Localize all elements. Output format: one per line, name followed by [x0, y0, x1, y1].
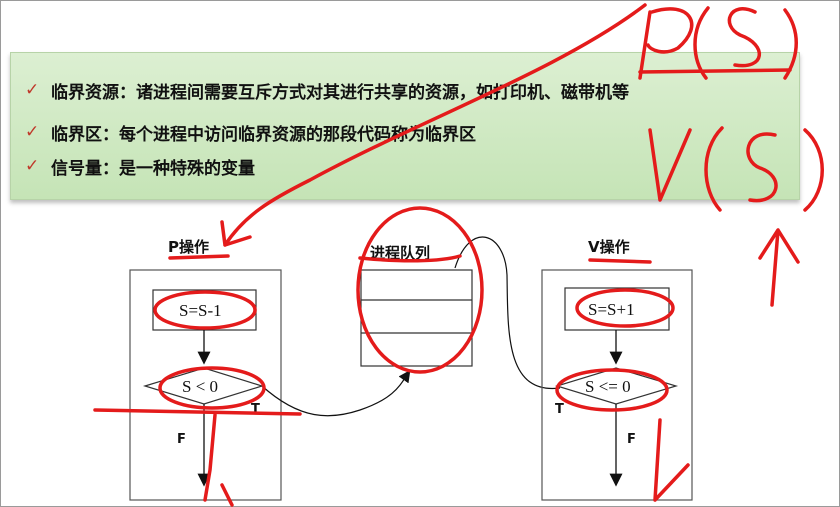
- annotation-p-letter: [638, 7, 694, 80]
- bullet-semaphore: ✓ 信号量：是一种特殊的变量: [25, 153, 255, 179]
- v-operation-title: V操作: [588, 238, 630, 256]
- bullet-text: 临界资源：诸进程间需要互斥方式对其进行共享的资源，如打印机、磁带机等: [51, 82, 629, 103]
- queue-title: 进程队列: [370, 244, 430, 262]
- bullet-critical-resource: ✓ 临界资源：诸进程间需要互斥方式对其进行共享的资源，如打印机、磁带机等: [25, 77, 629, 103]
- bullet-text: 信号量：是一种特殊的变量: [51, 158, 255, 179]
- p-label-f: F: [177, 432, 186, 447]
- v-operation-box: [541, 269, 693, 501]
- annotation-p-assign-circle: [153, 290, 257, 330]
- v-assign-text: S=S+1: [588, 300, 635, 319]
- p-condition-text: S < 0: [182, 377, 218, 396]
- annotation-s-letter: [727, 7, 761, 68]
- annotation-paren: [803, 128, 824, 212]
- p-operation-title: P操作: [168, 238, 209, 256]
- check-icon: ✓: [25, 156, 40, 176]
- p-to-queue-arrow: [261, 370, 411, 417]
- annotation-paren: [783, 8, 798, 80]
- p-assign-text: S=S-1: [179, 301, 222, 320]
- queue-to-v-line: [454, 236, 561, 390]
- definition-panel: ✓ 临界资源：诸进程间需要互斥方式对其进行共享的资源，如打印机、磁带机等 ✓ 临…: [10, 52, 800, 200]
- v-label-f: F: [627, 432, 636, 447]
- annotation-v-cond-circle: [555, 368, 669, 412]
- p-label-t: T: [251, 402, 260, 417]
- v-label-t: T: [555, 402, 564, 417]
- annotation-underline: [638, 68, 792, 74]
- annotation-long-arrow: [220, 3, 647, 247]
- annotation-paren: [693, 6, 710, 80]
- annotation-queue-circle: [356, 206, 484, 374]
- bullet-text: 临界区：每个进程中访问临界资源的那段代码称为临界区: [51, 124, 476, 145]
- annotation-queue-underline: [358, 254, 462, 263]
- annotation-up-arrow: [758, 228, 800, 307]
- check-icon: ✓: [25, 122, 40, 142]
- red-annotations: [93, 3, 824, 507]
- annotation-v-title-underline: [588, 258, 652, 264]
- annotation-v-assign-circle: [575, 288, 675, 328]
- annotation-p-title-underline: [168, 254, 230, 260]
- annotation-paren: [704, 126, 724, 212]
- annotation-s-letter: [746, 132, 778, 203]
- v-decision-diamond: [554, 367, 679, 405]
- check-icon: ✓: [25, 80, 40, 100]
- annotation-p-arrow: [203, 413, 234, 507]
- annotation-p-underline: [93, 408, 302, 416]
- v-condition-text: S <= 0: [585, 377, 631, 396]
- annotation-v-arrow: [653, 418, 690, 502]
- annotation-p-cond-circle: [158, 366, 266, 410]
- annotation-v-letter: [648, 128, 692, 202]
- bullet-critical-section: ✓ 临界区：每个进程中访问临界资源的那段代码称为临界区: [25, 119, 476, 145]
